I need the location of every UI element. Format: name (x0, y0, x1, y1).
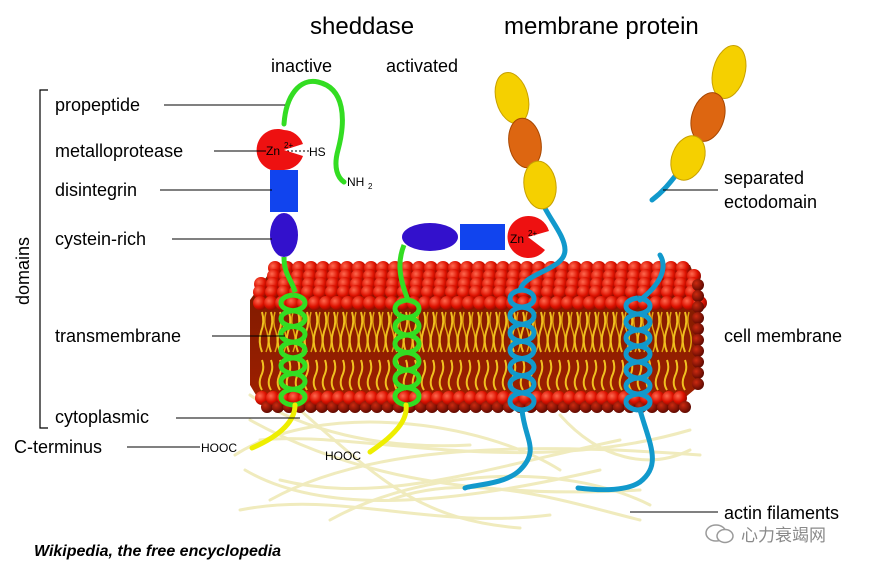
nh2-label: NH (347, 175, 364, 189)
disintegrin-domain (270, 170, 298, 212)
zinc-label: Zn (266, 144, 280, 158)
transmembrane-helix-activated (395, 300, 419, 405)
label-propeptide: propeptide (55, 95, 140, 115)
sheddase-header: sheddase (310, 13, 414, 40)
cystein-rich-activated (402, 223, 458, 251)
domains-label: domains (13, 237, 33, 305)
watermark: 心力衰竭网 (705, 521, 826, 546)
label-cytoplasmic: cytoplasmic (55, 407, 149, 427)
label-transmembrane: transmembrane (55, 326, 181, 346)
svg-text:2: 2 (368, 182, 373, 191)
label-cell-membrane: cell membrane (724, 326, 842, 346)
actin-filaments (235, 395, 700, 528)
membrane-protein-header: membrane protein (504, 13, 699, 40)
label-c-terminus: C-terminus (14, 437, 102, 457)
cystein-rich-domain (270, 213, 298, 257)
hs-label: HS (309, 145, 326, 159)
label-ectodomain: ectodomain (724, 192, 817, 212)
hooc-left: HOOC (201, 441, 237, 455)
chat-bubble-icon (705, 524, 735, 544)
hooc-right: HOOC (325, 449, 361, 463)
activated-label: activated (386, 56, 458, 76)
cell-membrane-bilayer (250, 261, 707, 413)
watermark-text: 心力衰竭网 (741, 521, 826, 546)
svg-text:2+: 2+ (528, 229, 537, 238)
label-disintegrin: disintegrin (55, 180, 137, 200)
label-cystein-rich: cystein-rich (55, 229, 146, 249)
ectodomain-yellow-1 (490, 69, 534, 128)
domains-bracket (40, 90, 48, 428)
svg-text:Zn: Zn (510, 232, 524, 246)
label-separated: separated (724, 168, 804, 188)
label-metalloprotease: metalloprotease (55, 141, 183, 161)
svg-text:2+: 2+ (284, 141, 293, 150)
inactive-label: inactive (271, 56, 332, 76)
label-actin-filaments: actin filaments (724, 503, 839, 523)
disintegrin-activated (460, 224, 505, 250)
credit-text: Wikipedia, the free encyclopedia (34, 543, 281, 561)
